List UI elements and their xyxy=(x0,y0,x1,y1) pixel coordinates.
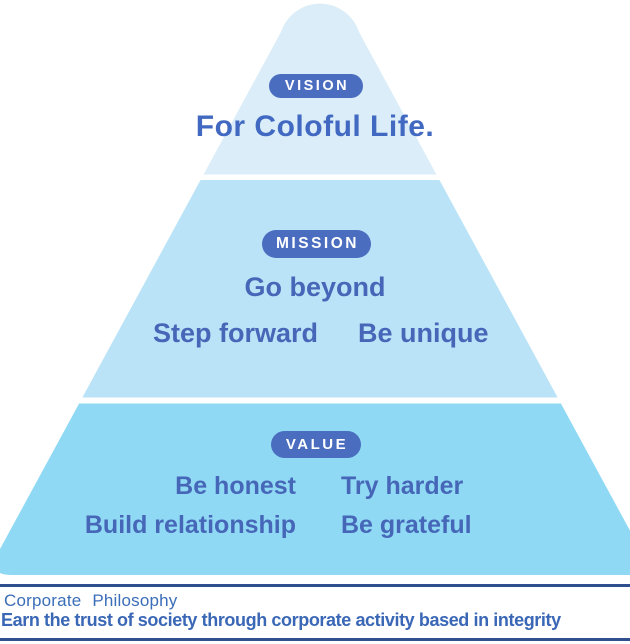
value-badge: VALUE xyxy=(271,431,361,458)
value-line-build-relationship: Build relationship xyxy=(84,511,296,539)
tier-value-band xyxy=(0,403,630,576)
footer-statement: Earn the trust of society through corpor… xyxy=(1,610,561,630)
mission-line-step-forward: Step forward xyxy=(152,318,318,348)
pyramid-graphic xyxy=(0,3,630,576)
mission-line-be-unique: Be unique xyxy=(358,318,489,348)
value-line-try-harder: Try harder xyxy=(341,472,464,500)
footer-divider-top xyxy=(0,584,630,587)
footer-divider-bottom xyxy=(0,638,630,641)
vision-badge: VISION xyxy=(269,74,363,98)
mission-line-go-beyond: Go beyond xyxy=(244,272,386,302)
mission-badge: MISSION xyxy=(262,230,371,258)
value-line-be-honest: Be honest xyxy=(175,472,296,500)
footer-label: Corporate Philosophy xyxy=(4,591,178,610)
vision-headline: For Coloful Life. xyxy=(195,110,435,143)
value-line-be-grateful: Be grateful xyxy=(341,511,472,539)
